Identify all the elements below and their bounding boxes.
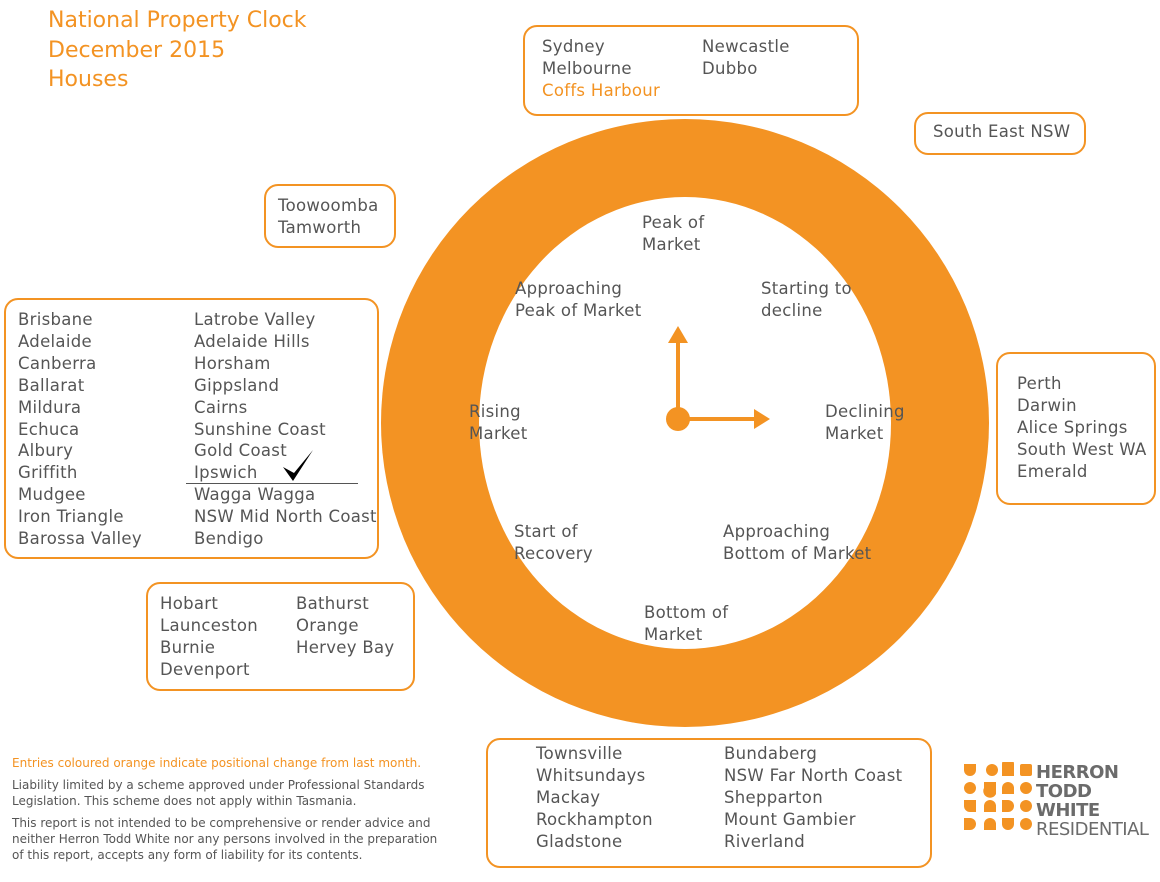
box-approaching-peak-col1: Toowoomba Tamworth (278, 195, 379, 239)
location-item: Mackay (536, 787, 601, 807)
box-declining-col1: Perth Darwin Alice Springs South West WA… (1017, 373, 1147, 483)
location-item: Launceston (160, 615, 259, 635)
location-item: Ipswich (194, 463, 258, 483)
location-item: South East NSW (933, 122, 1071, 141)
location-item: Darwin (1017, 395, 1077, 415)
checkmark-icon (283, 450, 313, 481)
location-item: Ballarat (18, 375, 85, 395)
box-bottom (486, 738, 932, 868)
box-start-recovery (146, 582, 415, 691)
location-item: Latrobe Valley (194, 310, 316, 329)
title-line-3: Houses (48, 67, 129, 92)
clock-center (666, 407, 690, 431)
htw-logo-icon (964, 762, 1032, 830)
location-item: Emerald (1017, 461, 1088, 481)
box-approaching-peak (264, 184, 396, 248)
location-item: Barossa Valley (18, 529, 142, 549)
location-item: Rockhampton (536, 809, 653, 829)
box-bottom-col2: Bundaberg NSW Far North Coast Shepparton… (724, 743, 902, 853)
location-item: Mudgee (18, 485, 86, 505)
disclaimer-note: This report is not intended to be compre… (12, 816, 438, 862)
location-item: Iron Triangle (18, 507, 124, 527)
box-rising-col1: Brisbane Adelaide Canberra Ballarat Mild… (18, 309, 142, 550)
location-item: Whitsundays (536, 765, 646, 785)
location-item: Mildura (18, 397, 82, 417)
location-item: Shepparton (724, 787, 823, 807)
box-rising-col2: Latrobe Valley Adelaide Hills Horsham Gi… (194, 309, 377, 550)
legend-note: Entries coloured orange indicate positio… (12, 756, 422, 770)
location-item: Echuca (18, 419, 80, 439)
clock-position-marker-line (186, 483, 358, 484)
logo-line-2: TODD (1036, 781, 1092, 802)
box-start-recovery-col1: Hobart Launceston Burnie Devenport (160, 593, 258, 681)
location-item: Bathurst (296, 594, 370, 613)
location-item: Adelaide Hills (194, 331, 310, 351)
location-item-changed: Coffs Harbour (542, 80, 661, 100)
location-item: Riverland (724, 831, 806, 851)
location-item: Hobart (160, 594, 219, 613)
location-item: Melbourne (542, 58, 632, 78)
box-rising (4, 298, 379, 559)
logo-line-3: WHITE (1036, 800, 1100, 821)
box-starting-decline-col1: South East NSW (933, 121, 1070, 143)
liability-note: Liability limited by a scheme approved u… (12, 778, 425, 808)
location-item: Toowoomba (278, 196, 379, 215)
location-item: Alice Springs (1017, 417, 1128, 437)
location-item: Perth (1017, 374, 1062, 393)
location-item: NSW Mid North Coast (194, 507, 377, 527)
footnotes: Entries coloured orange indicate positio… (12, 755, 452, 869)
location-item: Gladstone (536, 831, 623, 851)
location-item: Townsville (536, 744, 623, 763)
box-peak-col2: Newcastle Dubbo (702, 36, 790, 80)
title-line-1: National Property Clock (48, 8, 307, 33)
box-peak-col1: Sydney Melbourne Coffs Harbour (542, 36, 660, 102)
location-item: Cairns (194, 397, 248, 417)
location-item: Canberra (18, 353, 97, 373)
location-item: Griffith (18, 463, 78, 483)
location-item: Bendigo (194, 529, 264, 549)
location-item: Gippsland (194, 375, 280, 395)
location-item: South West WA (1017, 439, 1147, 459)
location-item: Brisbane (18, 310, 93, 329)
location-item: Adelaide (18, 331, 92, 351)
location-item: Mount Gambier (724, 809, 856, 829)
location-item: Hervey Bay (296, 637, 395, 657)
location-item: Sunshine Coast (194, 419, 326, 439)
location-item: Dubbo (702, 58, 758, 78)
location-item: Albury (18, 441, 74, 461)
location-item: Bundaberg (724, 744, 818, 763)
clock-hour-hand-arrow (668, 326, 688, 343)
box-starting-decline (914, 112, 1086, 155)
location-item: Orange (296, 615, 359, 635)
location-item: Burnie (160, 637, 216, 657)
location-item: Devenport (160, 659, 250, 679)
box-start-recovery-col2: Bathurst Orange Hervey Bay (296, 593, 394, 659)
page-title: National Property Clock December 2015 Ho… (48, 6, 307, 95)
htw-logo-text: HERRON TODD WHITE RESIDENTIAL (1036, 762, 1149, 840)
location-item: Tamworth (278, 217, 362, 237)
box-bottom-col1: Townsville Whitsundays Mackay Rockhampto… (536, 743, 653, 853)
location-item: Sydney (542, 37, 605, 56)
logo-line-1: HERRON (1036, 762, 1119, 783)
location-item: NSW Far North Coast (724, 765, 903, 785)
location-item: Newcastle (702, 37, 790, 56)
location-item: Gold Coast (194, 441, 287, 461)
box-declining (996, 352, 1156, 505)
box-peak (523, 25, 859, 116)
location-item: Horsham (194, 353, 271, 373)
location-item: Wagga Wagga (194, 485, 316, 505)
title-line-2: December 2015 (48, 37, 226, 63)
clock-minute-hand-arrow (754, 409, 770, 429)
logo-line-4: RESIDENTIAL (1036, 819, 1149, 840)
